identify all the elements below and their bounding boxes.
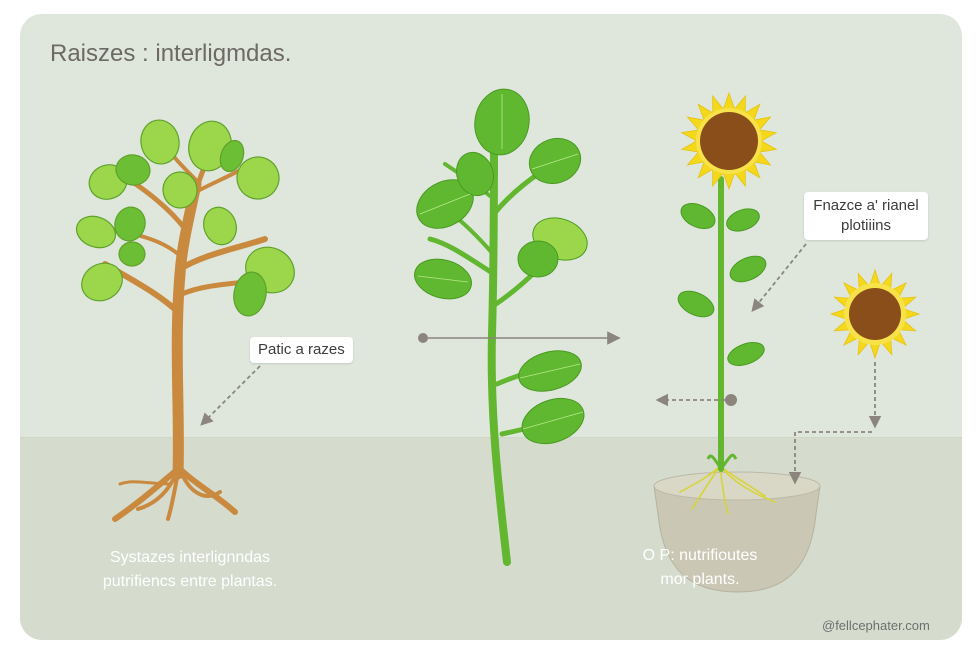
connector-to-pot <box>788 431 872 485</box>
page-title: Raiszes : interligmdas. <box>50 40 292 67</box>
caption-left-line2: putrifiencs entre plantas. <box>102 573 278 590</box>
caption-right: O P: nutrifioutes mor plants. <box>630 544 770 592</box>
sunflower-head-illustration <box>829 268 921 360</box>
watermark: @fellcephater.com <box>822 618 930 633</box>
diagram-scene <box>75 88 921 593</box>
callout-left-text: Patic a razes <box>258 341 345 358</box>
caption-right-line1: O P: nutrifioutes <box>642 547 758 564</box>
caption-left-line1: Systazes interlignndas <box>109 549 271 566</box>
stem-dot <box>725 394 737 406</box>
caption-right-line2: mor plants. <box>660 571 740 588</box>
diagram-card: Raiszes : interligmdas. Patic a razes Fn… <box>20 14 962 640</box>
callout-right-line2: plotiiins <box>840 217 892 234</box>
arrow-right-callout <box>751 243 807 312</box>
callout-right: Fnazce a' rianel plotiiins <box>804 192 928 240</box>
caption-left: Systazes interlignndas putrifiencs entre… <box>70 546 310 594</box>
arrow-origin-dot <box>418 333 428 343</box>
leafy-stem-illustration <box>414 88 588 566</box>
tree-illustration <box>75 119 295 522</box>
callout-right-line1: Fnazce a' rianel <box>813 197 919 214</box>
callout-left: Patic a razes <box>250 337 353 363</box>
arrow-left-callout <box>200 365 261 426</box>
potted-sunflower-illustration <box>653 91 821 593</box>
